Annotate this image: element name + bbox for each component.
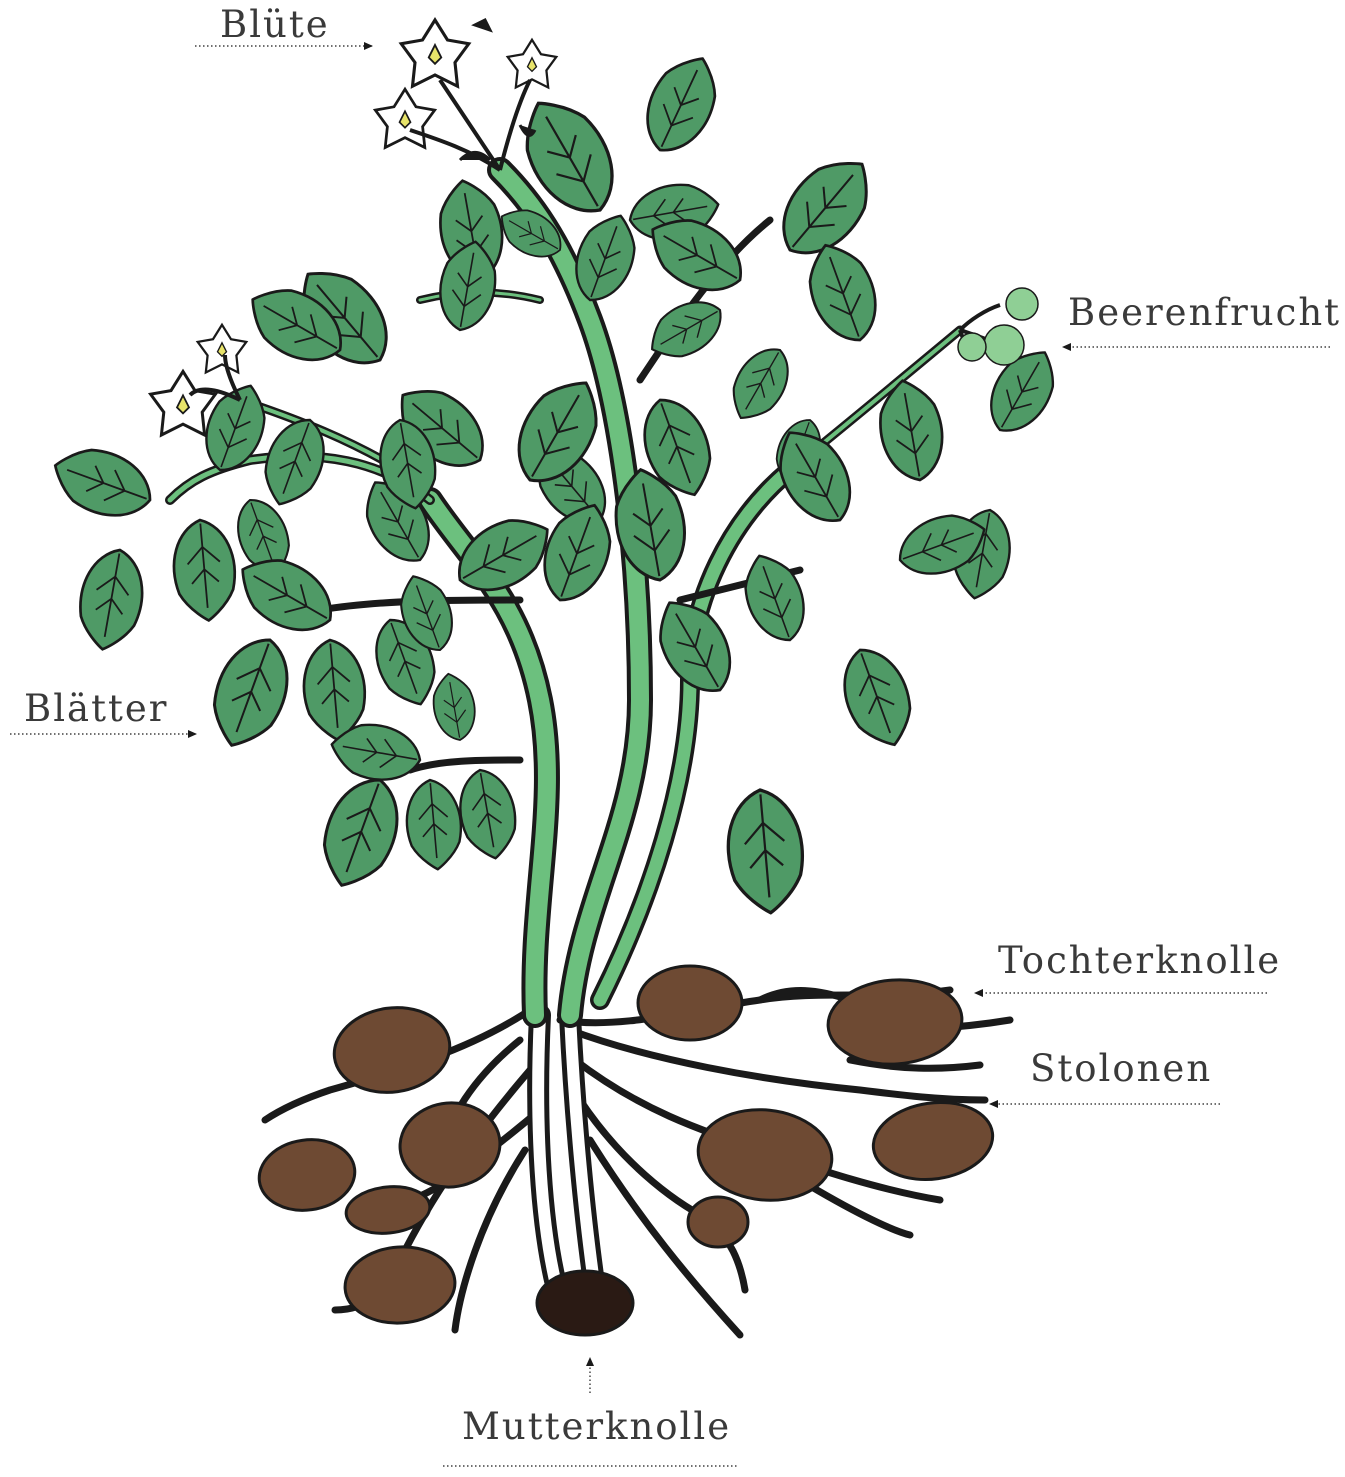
- label-mutterknolle: Mutterknolle: [462, 1408, 731, 1445]
- underground-stems: [538, 1015, 595, 1300]
- flower-icon: [401, 20, 469, 86]
- tuber: [868, 1095, 997, 1187]
- label-tochterknolle: Tochterknolle: [998, 942, 1281, 979]
- label-bluete: Blüte: [220, 6, 330, 43]
- berry: [958, 333, 986, 361]
- mother-tuber: [537, 1271, 633, 1335]
- berry: [984, 325, 1024, 365]
- tuber: [638, 966, 742, 1040]
- flower-icon: [375, 89, 434, 147]
- label-beerenfrucht: Beerenfrucht: [1068, 294, 1341, 331]
- label-blaetter: Blätter: [24, 690, 168, 727]
- berry: [1006, 288, 1038, 320]
- berries: [958, 288, 1038, 365]
- tuber: [397, 1099, 504, 1191]
- flower-icon: [198, 325, 247, 373]
- tuber: [688, 1197, 748, 1247]
- tuber: [255, 1134, 360, 1217]
- flower-icon: [151, 371, 216, 435]
- label-stolonen: Stolonen: [1030, 1050, 1212, 1087]
- tuber: [342, 1243, 457, 1326]
- flower-icon: [508, 40, 557, 88]
